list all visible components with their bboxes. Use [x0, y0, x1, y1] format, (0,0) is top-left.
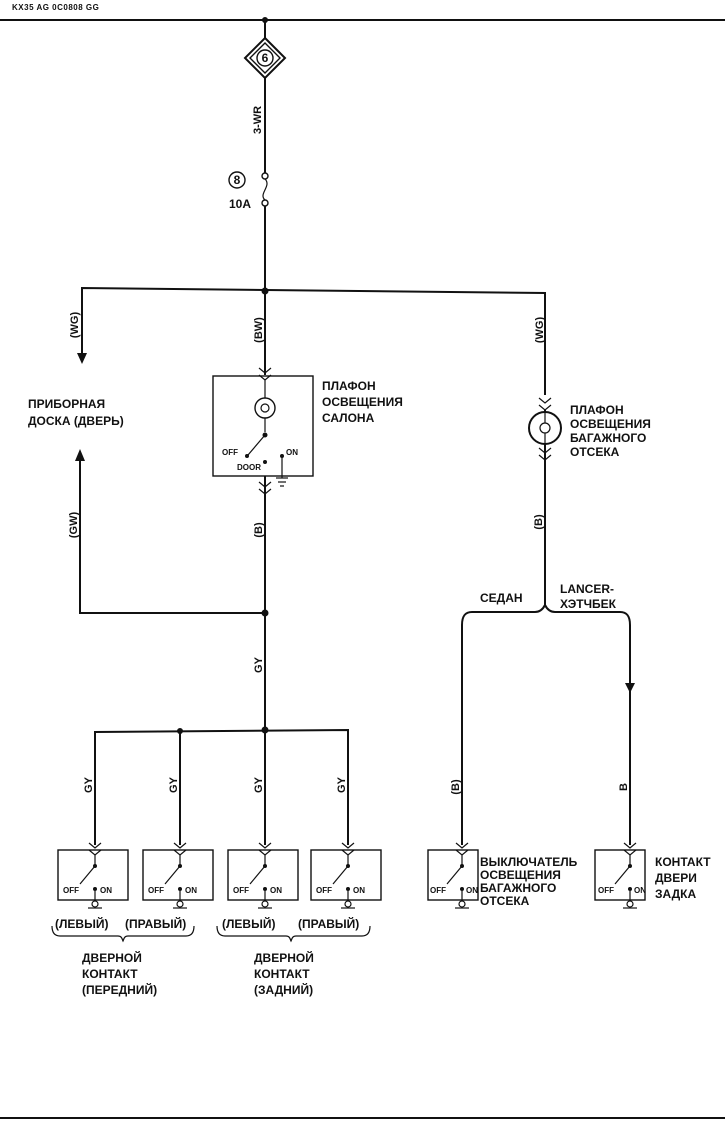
rear-group-label-2: КОНТАКТ [254, 967, 310, 981]
svg-text:OFF: OFF [430, 886, 446, 895]
door-contact-front-left: OFF ON [57, 842, 129, 909]
cabin-lamp-unit: OFF ON DOOR [212, 367, 314, 487]
front-left-label: (ЛЕВЫЙ) [55, 916, 108, 931]
hatchback-arrow [625, 683, 635, 693]
wire-label-right-mid: (B) [533, 514, 545, 530]
fuse-number: 8 [234, 173, 241, 187]
dashboard-return-wire [79, 460, 265, 614]
wire-label-d4: GY [336, 776, 348, 793]
front-group-label-2: КОНТАКТ [82, 967, 138, 981]
trunk-switch-label-4: ОТСЕКА [480, 894, 530, 908]
trunk-switch: OFF ON [427, 842, 479, 909]
svg-text:OFF: OFF [148, 886, 164, 895]
wire-label-d3: GY [253, 776, 265, 793]
trunk-switch-label-1: ВЫКЛЮЧАТЕЛЬ [480, 855, 578, 869]
cabin-switch-off: OFF [222, 448, 238, 457]
wire-label-center-top: (BW) [253, 317, 265, 343]
wire-label-d1: GY [83, 776, 95, 793]
door-contact-front-right: OFF ON [142, 842, 214, 909]
dashboard-label-1: ПРИБОРНАЯ [28, 397, 105, 411]
return-junction [261, 609, 269, 617]
contact-switch-icon [249, 865, 266, 885]
wire-label-hatchback: B [618, 783, 630, 791]
door-contact-rear-left: OFF ON [227, 842, 299, 909]
rear-left-label: (ЛЕВЫЙ) [222, 916, 275, 931]
variant-split [461, 602, 631, 626]
bus-junction-d2 [177, 728, 183, 734]
svg-text:OFF: OFF [233, 886, 249, 895]
header-code: KX35 AG 0C0808 GG [12, 3, 99, 12]
wire-label-trunk: GY [253, 656, 265, 673]
trunk-switch-label-3: БАГАЖНОГО [480, 881, 556, 895]
door-contact-bus [94, 728, 349, 845]
connector-6: 6 [243, 36, 287, 80]
wire-label-center-mid: (B) [253, 522, 265, 538]
rear-group-label-3: (ЗАДНИЙ) [254, 982, 313, 997]
wire-label-sedan: (B) [450, 779, 462, 795]
svg-text:OFF: OFF [598, 886, 614, 895]
tailgate-label-3: ЗАДКА [655, 887, 697, 901]
svg-text:ON: ON [270, 886, 282, 895]
front-brace [51, 925, 195, 943]
svg-text:ON: ON [634, 886, 646, 895]
connector-number: 6 [262, 51, 269, 65]
door-contact-rear-right: OFF ON [310, 842, 382, 909]
cabin-lamp-label-2: ОСВЕЩЕНИЯ [322, 395, 403, 409]
arrow-to-dashboard [77, 353, 87, 364]
cabin-lamp-label-1: ПЛАФОН [322, 379, 376, 393]
dashboard-label-2: ДОСКА (ДВЕРЬ) [28, 414, 124, 428]
wire-label-left-return: (GW) [68, 512, 80, 539]
svg-text:OFF: OFF [316, 886, 332, 895]
contact-switch-icon [446, 865, 463, 885]
hatchback-label-2: ХЭТЧБЕК [560, 597, 617, 611]
front-group-label-3: (ПЕРЕДНИЙ) [82, 982, 157, 997]
trunk-lamp-label-2: ОСВЕЩЕНИЯ [570, 417, 651, 431]
wire-label-d2: GY [168, 776, 180, 793]
rear-group-label-1: ДВЕРНОЙ [254, 950, 314, 965]
cabin-switch-on: ON [286, 448, 298, 457]
trunk-lamp-label-3: БАГАЖНОГО [570, 431, 646, 445]
tailgate-label-1: КОНТАКТ [655, 855, 711, 869]
wire-label-3wr: 3-WR [252, 106, 264, 134]
wire-label-left-top: (WG) [69, 312, 81, 339]
svg-text:ON: ON [353, 886, 365, 895]
trunk-lamp-unit [528, 411, 562, 445]
svg-text:OFF: OFF [63, 886, 79, 895]
cabin-lamp-bulb-icon [254, 397, 276, 419]
trunk-switch-label-2: ОСВЕЩЕНИЯ [480, 868, 561, 882]
svg-text:ON: ON [466, 886, 478, 895]
tailgate-contact: OFF ON [594, 842, 646, 909]
trunk-lamp-label-4: ОТСЕКА [570, 445, 620, 459]
fuse-rating: 10A [229, 197, 251, 211]
front-right-label: (ПРАВЫЙ) [125, 916, 186, 931]
front-group-label-1: ДВЕРНОЙ [82, 950, 142, 965]
contact-switch-icon [332, 865, 349, 885]
cabin-switch-door: DOOR [237, 463, 261, 472]
arrow-from-dashboard [75, 449, 85, 461]
wire-label-right-top: (WG) [534, 317, 546, 344]
rear-right-label: (ПРАВЫЙ) [298, 916, 359, 931]
trunk-lamp-label-1: ПЛАФОН [570, 403, 624, 417]
hatchback-label-1: LANCER- [560, 582, 614, 596]
bus-junction-d3 [261, 726, 269, 734]
fuse-8: 8 10A [228, 171, 269, 211]
rear-brace [216, 925, 371, 943]
cabin-lamp-label-3: САЛОНА [322, 411, 375, 425]
contact-switch-icon [79, 865, 96, 885]
contact-switch-icon [614, 865, 631, 885]
svg-text:ON: ON [100, 886, 112, 895]
contact-switch-icon [164, 865, 181, 885]
cabin-lamp-switch-icon [247, 434, 266, 456]
svg-text:ON: ON [185, 886, 197, 895]
distribution-bus [81, 286, 546, 395]
tailgate-label-2: ДВЕРИ [655, 871, 697, 885]
sedan-label: СЕДАН [480, 591, 523, 605]
